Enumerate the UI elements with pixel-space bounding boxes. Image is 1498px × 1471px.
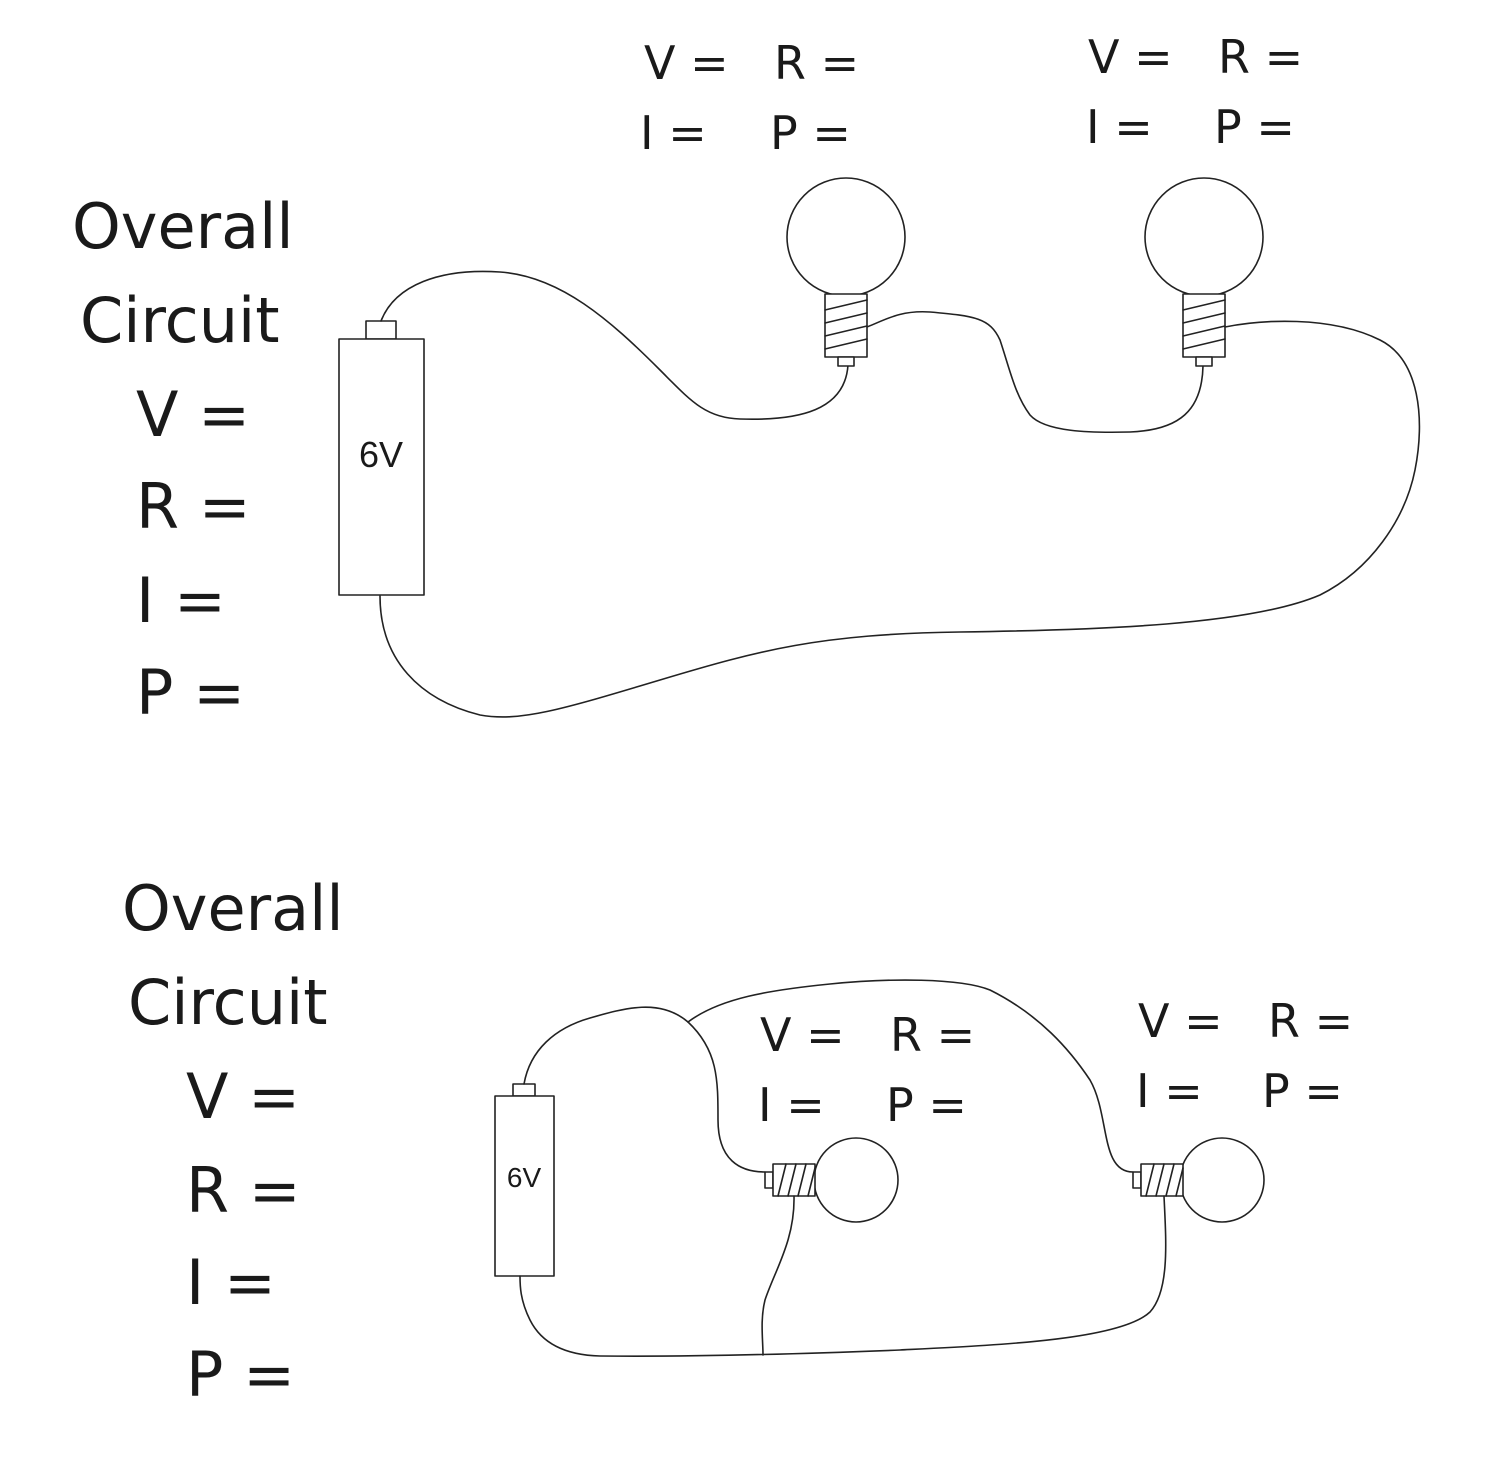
parallel-wire-branch1-top	[687, 1021, 766, 1173]
parallel-bulb1	[764, 1137, 899, 1223]
series-battery-label: 6V	[359, 434, 403, 475]
parallel-bulb2-current: I =	[1136, 1064, 1203, 1118]
series-bulb2-voltage: V =	[1088, 30, 1173, 84]
parallel-overall-resistance: R =	[186, 1154, 301, 1227]
parallel-bulb2	[1132, 1137, 1265, 1223]
parallel-overall-power: P =	[186, 1338, 296, 1411]
series-overall-title-line2: Circuit	[80, 284, 280, 357]
series-overall-voltage: V =	[136, 378, 251, 451]
series-overall-title-line1: Overall	[72, 190, 294, 263]
parallel-bulb1-power: P =	[886, 1078, 967, 1132]
parallel-bulb2-voltage: V =	[1138, 994, 1223, 1048]
series-overall-resistance: R =	[136, 470, 251, 543]
series-bulb1-current: I =	[640, 106, 707, 160]
series-wire-battery-to-bulb1	[380, 270, 849, 421]
parallel-bulb2-power: P =	[1262, 1064, 1343, 1118]
parallel-wire-branch2-top	[687, 979, 1134, 1173]
series-bulb2-resistance: R =	[1218, 30, 1304, 84]
series-bulb1-resistance: R =	[774, 36, 860, 90]
parallel-overall-title-line1: Overall	[122, 872, 344, 945]
series-bulb1-power: P =	[770, 106, 851, 160]
parallel-wire-branch2-bottom	[519, 1195, 1167, 1357]
parallel-bulb1-voltage: V =	[760, 1008, 845, 1062]
series-bulb1	[786, 177, 906, 367]
parallel-bulb1-current: I =	[758, 1078, 825, 1132]
parallel-wire-branch1-bottom	[761, 1195, 795, 1356]
parallel-bulb2-resistance: R =	[1268, 994, 1354, 1048]
series-battery	[338, 320, 425, 596]
parallel-wire-battery-top	[523, 1006, 689, 1085]
parallel-overall-voltage: V =	[186, 1060, 301, 1133]
series-bulb2	[1144, 177, 1264, 367]
parallel-battery	[494, 1083, 555, 1277]
series-overall-power: P =	[136, 656, 246, 729]
series-overall-current: I =	[136, 564, 226, 637]
series-wire-bulb1-to-bulb2	[866, 310, 1204, 434]
series-bulb1-voltage: V =	[644, 36, 729, 90]
series-bulb2-current: I =	[1086, 100, 1153, 154]
parallel-overall-current: I =	[186, 1246, 276, 1319]
parallel-bulb1-resistance: R =	[890, 1008, 976, 1062]
parallel-overall-title-line2: Circuit	[128, 966, 328, 1039]
parallel-battery-label: 6V	[507, 1162, 542, 1193]
series-bulb2-power: P =	[1214, 100, 1295, 154]
series-wire-return	[379, 320, 1421, 718]
